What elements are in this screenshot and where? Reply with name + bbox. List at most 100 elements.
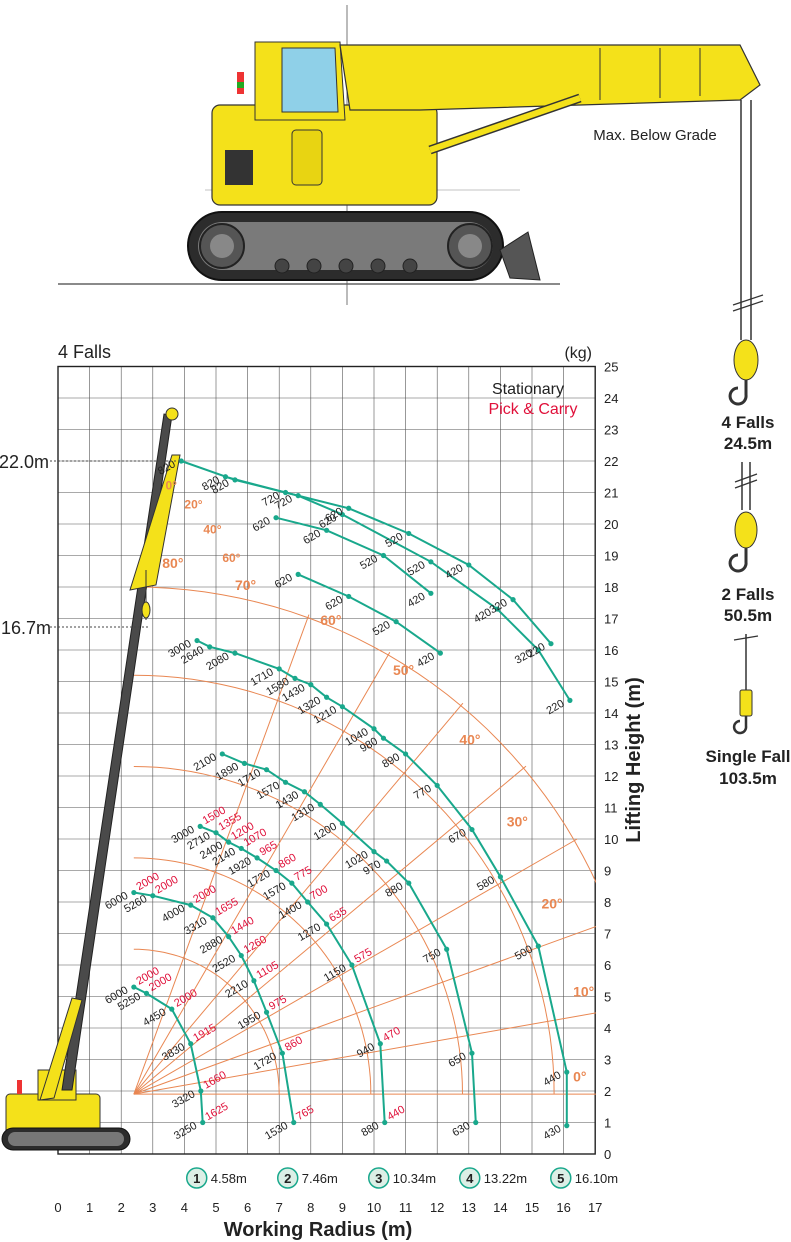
load-point [535,943,541,949]
y-tick-label: 8 [604,895,611,910]
stationary-load-label: 2880 [198,934,225,957]
load-point [403,751,409,757]
load-point [434,782,440,789]
pick-carry-load-label: 1440 [229,915,256,938]
load-point [238,952,244,959]
load-point [377,1041,383,1047]
load-point [380,552,387,559]
y-tick-label: 20 [604,517,618,532]
stationary-load-label: 4450 [141,1006,168,1029]
y-tick-label: 10 [604,832,618,847]
angle-ray [133,702,464,1095]
load-point [188,1041,194,1047]
load-point [251,978,257,984]
stationary-load-label: 1270 [296,921,323,944]
boom-angle-label: 20° [541,895,562,911]
load-point [200,1119,206,1126]
legend-stationary: Stationary [492,381,564,398]
load-point [349,962,355,968]
boom-angle-label: 10° [573,984,594,1000]
load-curve [297,573,441,654]
load-point [567,697,573,704]
pick-carry-load-label: 860 [277,852,299,872]
boom-angle-label: 40° [459,732,480,748]
load-point [282,489,289,496]
legend-pick-carry: Pick & Carry [489,401,578,418]
y-tick-label: 7 [604,927,611,942]
falls-single-depth: 103.5m [719,769,777,788]
load-point [393,619,399,625]
x-tick-label: 14 [493,1200,507,1215]
pick-carry-load-label: 575 [352,946,374,966]
load-point [510,597,516,603]
load-point [564,1069,570,1075]
angle-ray [133,614,310,1095]
falls-4-depth: 24.5m [724,434,772,453]
stationary-load-label: 620 [251,515,273,535]
load-point [308,682,314,688]
load-point [188,902,194,908]
stationary-load-label: 1720 [245,868,272,891]
pick-carry-load-label: 440 [385,1104,407,1124]
boom-angle-label: 80° [162,555,183,571]
stationary-load-label: 1530 [263,1120,290,1143]
load-point [263,1009,270,1015]
load-point [143,990,150,996]
y-tick-label: 21 [604,486,618,501]
load-point [382,1119,388,1126]
falls-2-depth: 50.5m [724,606,772,625]
crane-illustration [58,5,761,305]
pick-carry-load-label: 700 [308,883,330,903]
boom-angle-label: 0° [573,1069,586,1085]
load-point [219,751,225,757]
pick-carry-load-label: 1105 [254,959,280,981]
load-point [198,1088,204,1094]
load-point [238,845,244,852]
load-point [178,458,184,464]
y-tick-label: 9 [604,864,611,879]
y-axis-ticks: 0123456789101112131415161718192021222324… [604,360,618,1163]
hook-4-falls-icon [728,339,759,406]
load-point [339,511,345,518]
load-point [371,849,377,855]
pick-carry-load-label: 965 [258,839,280,859]
boom-angle-label: 30° [507,813,528,829]
y-tick-label: 5 [604,990,611,1005]
angle-labels: 0°10°20°30°40°50°60°70°80°0°20°40°60° [162,478,594,1084]
y-tick-label: 6 [604,958,611,973]
load-point [207,644,213,650]
stationary-load-label: 750 [421,946,443,966]
svg-text:22.0m: 22.0m [0,452,49,472]
load-point [295,493,301,499]
stationary-load-label: 650 [447,1050,469,1070]
load-point [289,880,295,886]
boom-arc [133,586,596,884]
load-point [197,823,203,830]
load-point [317,801,323,807]
load-point [466,562,472,568]
boom-length-marker [185,1167,208,1189]
x-tick-label: 2 [118,1200,125,1215]
stationary-load-label: 440 [541,1069,563,1089]
boom-arc [133,857,372,1095]
load-point [222,474,229,480]
load-point [346,505,352,511]
load-point [324,921,330,927]
pick-carry-load-label: 1915 [191,1022,218,1045]
stationary-load-label: 620 [323,594,345,614]
hook-single-fall-icon [732,689,753,735]
load-point [295,571,301,578]
stationary-load-label: 420 [405,591,427,611]
x-tick-label: 4 [181,1200,188,1215]
pick-carry-load-label: 1260 [242,934,269,957]
jib-angle-label: 0° [165,478,177,492]
stationary-load-label: 3320 [170,1088,197,1111]
stationary-load-label: 1310 [290,802,317,825]
load-point [254,855,260,861]
angle-ray [133,925,596,1095]
boom-length-index: 5 [557,1171,564,1186]
boom-arc [133,948,280,1095]
pick-carry-load-label: 635 [327,905,349,925]
load-point [276,666,282,672]
